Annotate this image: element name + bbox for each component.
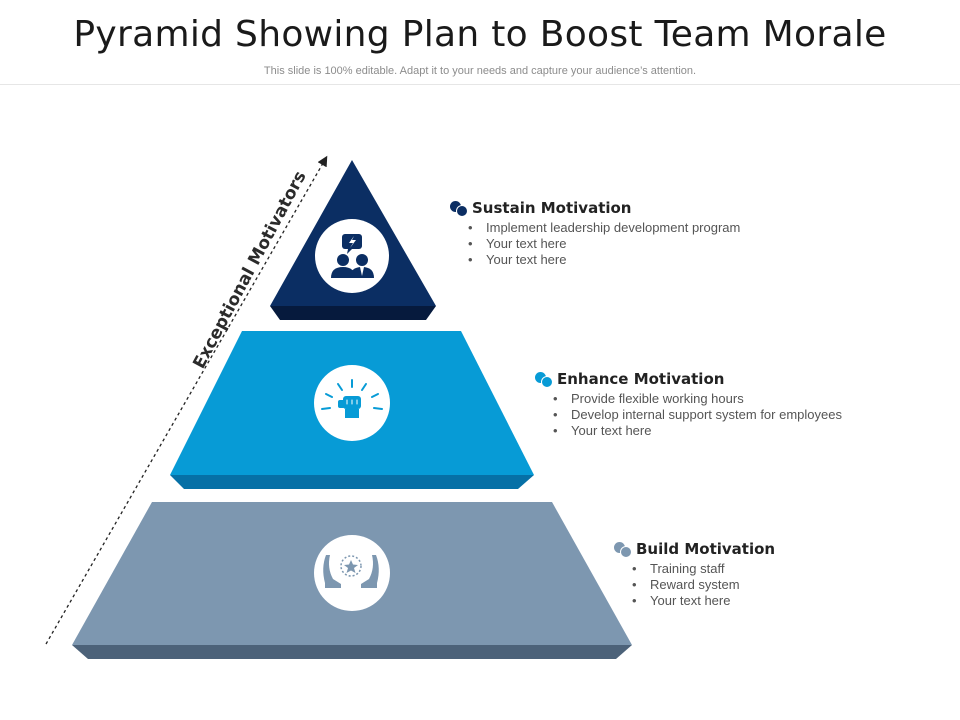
- team-leader-icon: [331, 234, 374, 278]
- level-title: Enhance Motivation: [557, 370, 725, 388]
- level-enhance: Enhance Motivation Provide flexible work…: [535, 369, 955, 439]
- list-item: Your text here: [632, 593, 960, 609]
- pyramid-bottom-tier-base: [72, 645, 632, 659]
- level-sustain: Sustain Motivation Implement leadership …: [450, 198, 870, 268]
- level-sustain-header: Sustain Motivation: [450, 198, 870, 218]
- pyramid-middle-tier-base: [170, 475, 534, 489]
- top-icon-circle: [315, 219, 389, 293]
- raised-fist-icon: [321, 379, 383, 418]
- title-divider: [0, 84, 960, 85]
- level-points: Provide flexible working hours Develop i…: [553, 391, 955, 439]
- bottom-icon-circle: [314, 535, 390, 611]
- level-build: Build Motivation Training staff Reward s…: [614, 539, 960, 609]
- level-title: Sustain Motivation: [472, 199, 632, 217]
- level-enhance-header: Enhance Motivation: [535, 369, 955, 389]
- list-item: Reward system: [632, 577, 960, 593]
- list-item: Implement leadership development program: [468, 220, 870, 236]
- list-item: Your text here: [468, 252, 870, 268]
- level-build-header: Build Motivation: [614, 539, 960, 559]
- bullet-dots-icon: [614, 541, 632, 558]
- bullet-dots-icon: [450, 200, 468, 217]
- list-item: Provide flexible working hours: [553, 391, 955, 407]
- list-item: Your text here: [468, 236, 870, 252]
- list-item: Your text here: [553, 423, 955, 439]
- list-item: Develop internal support system for empl…: [553, 407, 955, 423]
- level-title: Build Motivation: [636, 540, 776, 558]
- bullet-dots-icon: [535, 371, 553, 388]
- level-points: Implement leadership development program…: [468, 220, 870, 268]
- slide-title: Pyramid Showing Plan to Boost Team Moral…: [73, 14, 887, 55]
- list-item: Training staff: [632, 561, 960, 577]
- hands-star-icon: [323, 555, 379, 588]
- level-points: Training staff Reward system Your text h…: [632, 561, 960, 609]
- slide-subtitle: This slide is 100% editable. Adapt it to…: [263, 65, 697, 77]
- pyramid-top-tier-base: [270, 306, 436, 320]
